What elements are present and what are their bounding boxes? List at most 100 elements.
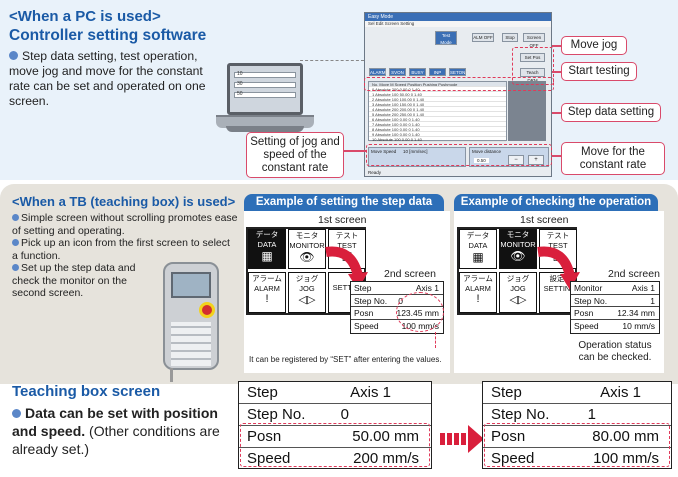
bullet-icon [12, 409, 21, 418]
tb-bullet-1: Simple screen without scrolling promotes… [12, 212, 238, 237]
set-pos-button[interactable]: Set Pos [520, 53, 545, 62]
connector-line [552, 71, 561, 73]
test-mode-button[interactable]: Test Mode [435, 31, 457, 45]
example2-bar: Example of checking the operation status [454, 194, 658, 224]
tb-bullet-2: Pick up an icon from the first screen to… [12, 237, 238, 262]
screen-off-button[interactable]: Screen OFF [523, 33, 545, 48]
leader-line [300, 60, 364, 61]
pc-heading: <When a PC is used> [9, 8, 161, 25]
menu-bar[interactable]: Sel Edit Screen Setting [365, 21, 551, 27]
table-row[interactable]: 0 Absolute 200 0.00 0 1.40 [369, 87, 506, 92]
laptop-base [226, 126, 304, 132]
teach-description: Data can be set with position and speed.… [12, 404, 238, 458]
mini-row: 10 [234, 71, 296, 78]
teach-heading: Teaching box screen [12, 383, 161, 400]
tb-keypad [171, 322, 211, 366]
jog-minus-button[interactable]: − [508, 155, 524, 165]
after-values-highlight [484, 423, 670, 467]
window-title: Easy Mode [365, 13, 551, 21]
example1-bar: Example of setting the step data [244, 194, 444, 211]
status-bar: Ready [368, 170, 382, 175]
table-row[interactable]: 7 Absolute 100 0.00 0 1.40 [369, 122, 506, 127]
table-row[interactable]: 6 Absolute 100 0.00 0 1.40 [369, 117, 506, 122]
alarm-indicator: ALARM [369, 68, 386, 76]
example1-second-label: 2nd screen [384, 268, 436, 280]
move-distance-value[interactable]: 0.50 [474, 158, 489, 163]
table-row[interactable]: 8 Absolute 100 0.00 0 1.40 [369, 127, 506, 132]
example2-second-label: 2nd screen [608, 268, 660, 280]
connector-line [552, 112, 561, 114]
tb-bullet-text: Pick up an icon from the first screen to… [12, 237, 230, 262]
grid-header: No. Move M Speed Position Pushing Pushmo… [369, 82, 506, 87]
tb-cable [170, 368, 173, 382]
pc-description-text: Step data setting, test operation, move … [9, 49, 206, 108]
laptop-keyboard [216, 115, 314, 128]
example1-note: It can be registered by “SET” after ente… [249, 355, 442, 364]
connector-line [552, 155, 561, 157]
inp-indicator: INP [429, 68, 446, 76]
move-speed-panel[interactable]: Move Speed 10 [mm/sec] [368, 147, 466, 167]
table-row[interactable]: 9 Absolute 100 0.00 0 1.40 [369, 132, 506, 137]
bullet-icon [12, 214, 19, 221]
callout-step-data-setting: Step data setting [561, 103, 661, 122]
emergency-stop-icon [199, 302, 215, 318]
table-row[interactable]: 10 Absolute 100 0.00 0 1.40 [369, 137, 506, 142]
big-arrow-icon [468, 425, 484, 453]
jog-plus-button[interactable]: + [528, 155, 544, 165]
callout-jog-speed: Setting of jog and speed of the constant… [246, 132, 344, 178]
tb-heading: <When a TB (teaching box) is used> [12, 194, 236, 209]
table-row[interactable]: 2 Absolute 100 100.00 0 1.40 [369, 97, 506, 102]
bullet-icon [9, 51, 18, 60]
connector-line [552, 45, 561, 47]
table-row[interactable]: 4 Absolute 200 200.00 0 1.40 [369, 107, 506, 112]
example2-note: Operation status can be checked. [578, 340, 652, 363]
mini-row: 50 [234, 91, 296, 98]
teach-description-rest: (Other conditions are already set.) [12, 423, 220, 457]
move-distance-label: Move distance [472, 149, 502, 154]
move-distance-panel[interactable]: Move distance 0.50 − + [469, 147, 549, 167]
connector-line [344, 150, 366, 152]
table-row[interactable]: 5 Absolute 200 250.00 0 1.40 [369, 112, 506, 117]
teaching-box-device [163, 262, 219, 370]
pc-subheading: Controller setting software [9, 27, 207, 44]
busy-indicator: BUSY [409, 68, 426, 76]
table-row[interactable]: 3 Absolute 100 150.00 0 1.40 [369, 102, 506, 107]
step-data-highlight [364, 77, 554, 91]
tb-bullet-3: Set up the step data and check the monit… [12, 262, 154, 300]
table-row[interactable]: 1 Absolute 100 50.00 0 1.40 [369, 92, 506, 97]
step-data-grid[interactable]: No. Move M Speed Position Pushing Pushmo… [368, 81, 507, 142]
dashed-pointer [435, 332, 436, 348]
teach-description-bold: Data can be set with position and speed. [12, 405, 218, 439]
teach-drm-button[interactable]: Teach DRM [520, 68, 545, 83]
move-speed-label: Move Speed [371, 149, 397, 154]
stop-button[interactable]: Stop [502, 33, 518, 42]
alm-off-button[interactable]: ALM OFF [472, 33, 494, 42]
callout-start-testing: Start testing [561, 62, 637, 81]
move-jog-highlight [512, 47, 554, 85]
tb-bullet-text: Simple screen without scrolling promotes… [12, 212, 238, 237]
example2-first-label: 1st screen [520, 214, 569, 226]
move-speed-value: 10 [mm/sec] [403, 149, 428, 154]
bullet-icon [12, 239, 19, 246]
mini-row: 30 [234, 81, 296, 88]
svon-indicator: SVON [389, 68, 406, 76]
tb-display [171, 272, 211, 298]
bullet-icon [12, 264, 19, 271]
tb-bullet-text: Set up the step data and check the monit… [12, 262, 136, 299]
monitor-panel [508, 81, 546, 141]
constant-rate-highlight [366, 144, 552, 166]
